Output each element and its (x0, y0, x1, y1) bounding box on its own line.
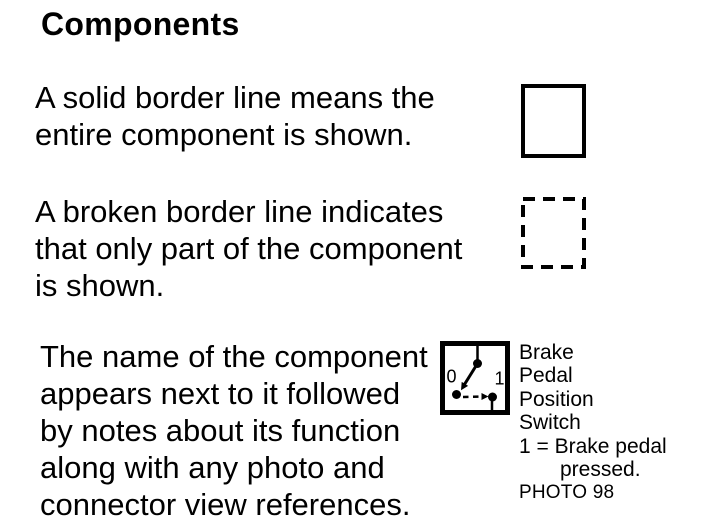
solid-border-box (521, 84, 586, 158)
switch-travel-dashed-line (462, 395, 483, 399)
switch-travel-arrowhead (481, 393, 489, 400)
switch-lever-arrowhead (461, 381, 469, 391)
broken-border-outline (521, 197, 586, 269)
switch-lever (462, 362, 479, 387)
switch-position-0-label: 0 (446, 367, 456, 387)
component-note-line2: pressed. (560, 458, 641, 482)
brake-pedal-switch-symbol: 0 1 (440, 341, 510, 415)
broken-border-box (521, 197, 586, 269)
page-title: Components (41, 6, 240, 42)
switch-contact-0-dot (452, 390, 461, 399)
photo-reference: PHOTO 98 (519, 482, 615, 504)
switch-position-1-label: 1 (494, 369, 504, 389)
component-note-line1: 1 = Brake pedal (519, 434, 667, 458)
switch-outline (440, 341, 510, 415)
